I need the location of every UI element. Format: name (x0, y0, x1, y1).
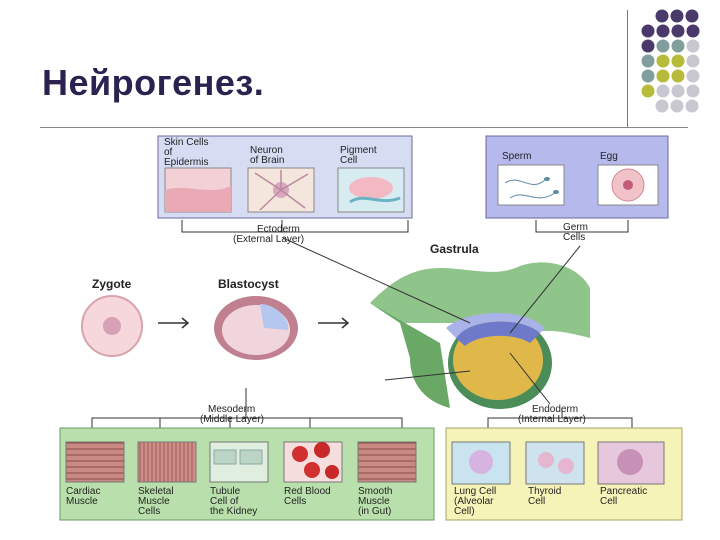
gastrula-label: Gastrula (430, 242, 479, 256)
mesoderm-cell-label: Red Blood (284, 486, 331, 497)
mesoderm-cell-label: Cells (138, 506, 160, 517)
decorative-dot (641, 54, 655, 68)
mesoderm-cell-label: Cells (284, 496, 306, 507)
decorative-dot (655, 9, 669, 23)
mesoderm-cell-label: Cell of (210, 496, 239, 507)
mesoderm-cell-red-blood (283, 441, 343, 483)
ectoderm-cell-label-3a: Pigment (340, 145, 377, 156)
endoderm-cell-label: (Alveolar (454, 496, 494, 507)
ectoderm-cell-label-1b: of (164, 147, 173, 158)
decorative-dot (655, 99, 669, 113)
ectoderm-cell-skin (164, 167, 232, 213)
blastocyst-image (214, 296, 298, 360)
endoderm-cell-thyroid (525, 441, 585, 485)
decorative-dot (671, 69, 685, 83)
decorative-dot (686, 39, 700, 53)
ectoderm-cell-label-1a: Skin Cells (164, 137, 208, 148)
ectoderm-cell-label-2b: of Brain (250, 155, 284, 166)
ectoderm-label-2: (External Layer) (233, 234, 304, 245)
decorative-dot (671, 24, 685, 38)
decorative-dot (685, 99, 699, 113)
ectoderm-cell-neuron (247, 167, 315, 213)
ectoderm-label-1: Ectoderm (257, 224, 300, 235)
decorative-dot (641, 69, 655, 83)
arrow-zygote-blastocyst (158, 317, 190, 329)
mesoderm-cell-tubule (209, 441, 269, 483)
mesoderm-cell-label: Muscle (358, 496, 390, 507)
decorative-dot (671, 54, 685, 68)
decorative-dot (641, 39, 655, 53)
germ-cell-egg (597, 164, 659, 206)
decorative-dot (671, 39, 685, 53)
mesoderm-cell-label: Skeletal (138, 486, 174, 497)
endoderm-cell-label: Pancreatic (600, 486, 647, 497)
mesoderm-label-2: (Middle Layer) (200, 414, 264, 425)
gastrula-image (370, 262, 590, 409)
decorative-dot (686, 84, 700, 98)
slide-title: Нейрогенез. (42, 62, 265, 103)
ectoderm-cell-label-3b: Cell (340, 155, 357, 166)
mesoderm-cell-skeletal (137, 441, 197, 483)
decorative-dot (641, 24, 655, 38)
endoderm-cell-label: Thyroid (528, 486, 561, 497)
decorative-dot (685, 9, 699, 23)
endoderm-cell-lung (451, 441, 511, 485)
decorative-dot (656, 24, 670, 38)
mesoderm-cell-label: Muscle (138, 496, 170, 507)
mesoderm-cell-label: Tubule (210, 486, 241, 497)
decorative-dot-grid (641, 9, 700, 113)
decorative-dot (656, 69, 670, 83)
blastocyst-label: Blastocyst (218, 277, 279, 291)
mesoderm-cell-label: Muscle (66, 496, 98, 507)
decorative-dot (656, 39, 670, 53)
decorative-dot (671, 84, 685, 98)
endoderm-cell-label: Cell) (454, 506, 475, 517)
ectoderm-cell-label-2a: Neuron (250, 145, 283, 156)
ectoderm-cell-pigment (337, 167, 405, 213)
germ-label-1: Germ (563, 222, 588, 233)
decorative-dot (670, 99, 684, 113)
endoderm-bracket (487, 410, 633, 428)
germ-cell-label-egg: Egg (600, 151, 618, 162)
mesoderm-label-1: Mesoderm (208, 404, 255, 415)
divider-vertical (627, 10, 628, 128)
pointer-lines (282, 237, 581, 405)
decorative-dot (686, 54, 700, 68)
arrow-blastocyst-gastrula (318, 317, 350, 329)
ectoderm-bracket (181, 220, 409, 233)
zygote-image (81, 295, 143, 357)
mesoderm-cell-label: Cardiac (66, 486, 100, 497)
decorative-dot (686, 69, 700, 83)
mesoderm-cell-label: the Kidney (210, 506, 257, 517)
decorative-dot (641, 84, 655, 98)
decorative-dot (686, 24, 700, 38)
germ-label-2: Cells (563, 232, 585, 243)
endoderm-cell-label: Cell (600, 496, 617, 507)
divider-horizontal (40, 127, 688, 128)
mesoderm-cell-label: (in Gut) (358, 506, 391, 517)
mesoderm-bracket (91, 388, 403, 428)
ectoderm-cell-label-1c: Epidermis (164, 157, 208, 168)
endoderm-label-1: Endoderm (532, 404, 578, 415)
germ-cell-sperm (497, 164, 565, 206)
mesoderm-cell-label: Smooth (358, 486, 392, 497)
zygote-label: Zygote (92, 277, 132, 291)
decorative-dot (656, 54, 670, 68)
cell-differentiation-figure: Skin Cells of Epidermis Neuron of Brain … (59, 135, 683, 521)
mesoderm-cell-smooth (357, 441, 417, 483)
endoderm-label-2: (Internal Layer) (518, 414, 586, 425)
decorative-dot (656, 84, 670, 98)
germ-bracket (535, 220, 629, 233)
endoderm-cell-pancreatic (597, 441, 665, 485)
decorative-dot (670, 9, 684, 23)
endoderm-cell-label: Lung Cell (454, 486, 496, 497)
germ-cell-label-sperm: Sperm (502, 151, 531, 162)
mesoderm-cell-cardiac (65, 441, 125, 483)
endoderm-cell-label: Cell (528, 496, 545, 507)
